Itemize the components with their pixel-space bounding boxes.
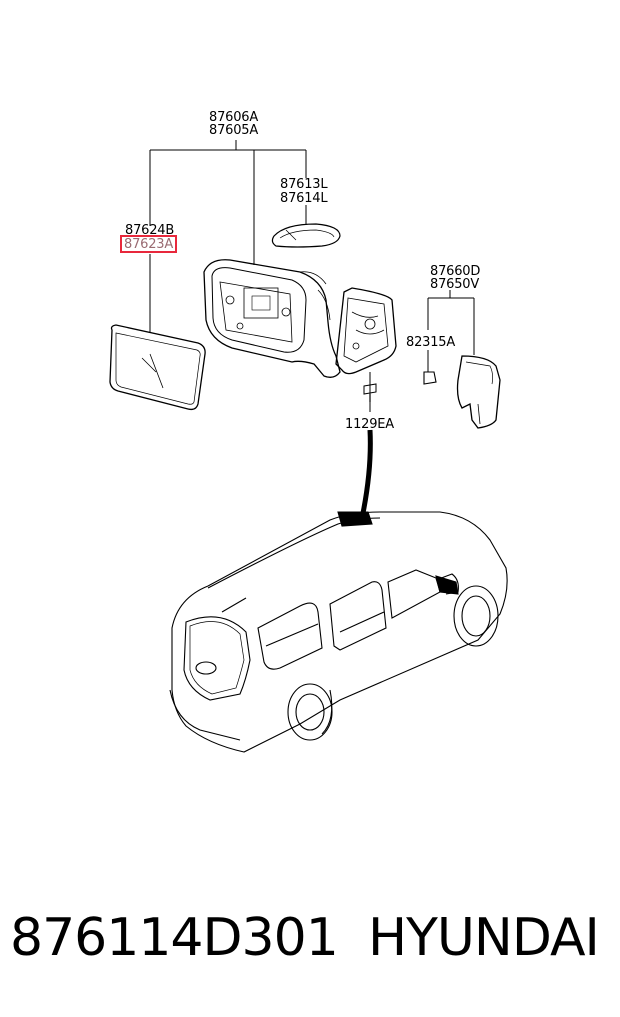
screw-1129ea (363, 383, 377, 402)
brand-name: HYUNDAI (368, 908, 600, 968)
part-number: 876114D301 (10, 908, 339, 968)
mirror-cap (456, 355, 501, 429)
callout-assy-lh: 87605A (209, 123, 259, 138)
callout-cover-1: 87613L (280, 177, 328, 192)
callout-clip: 82315A (406, 335, 456, 350)
leader-lines-assy (149, 140, 307, 333)
mirror-housing (203, 259, 341, 378)
vehicle-minivan (169, 511, 508, 753)
location-pointer (359, 429, 373, 519)
mirror-glass (109, 324, 206, 411)
mirror-base-mount (335, 287, 397, 412)
callout-glass-a: 87624B (125, 223, 175, 238)
callout-glass-b-highlighted[interactable]: 87623A (120, 235, 178, 253)
callout-cap-a: 87660D (430, 264, 481, 279)
callout-cover-2: 87614L (280, 191, 328, 206)
parts-diagram (109, 140, 508, 753)
callout-screw: 1129EA (345, 417, 394, 432)
clip-82315a (423, 371, 437, 385)
callout-cap-b: 87650V (430, 277, 480, 292)
callout-assy-rh: 87606A (209, 110, 259, 125)
leader-lines-cap (427, 290, 475, 372)
mirror-cover-trim (271, 223, 341, 248)
